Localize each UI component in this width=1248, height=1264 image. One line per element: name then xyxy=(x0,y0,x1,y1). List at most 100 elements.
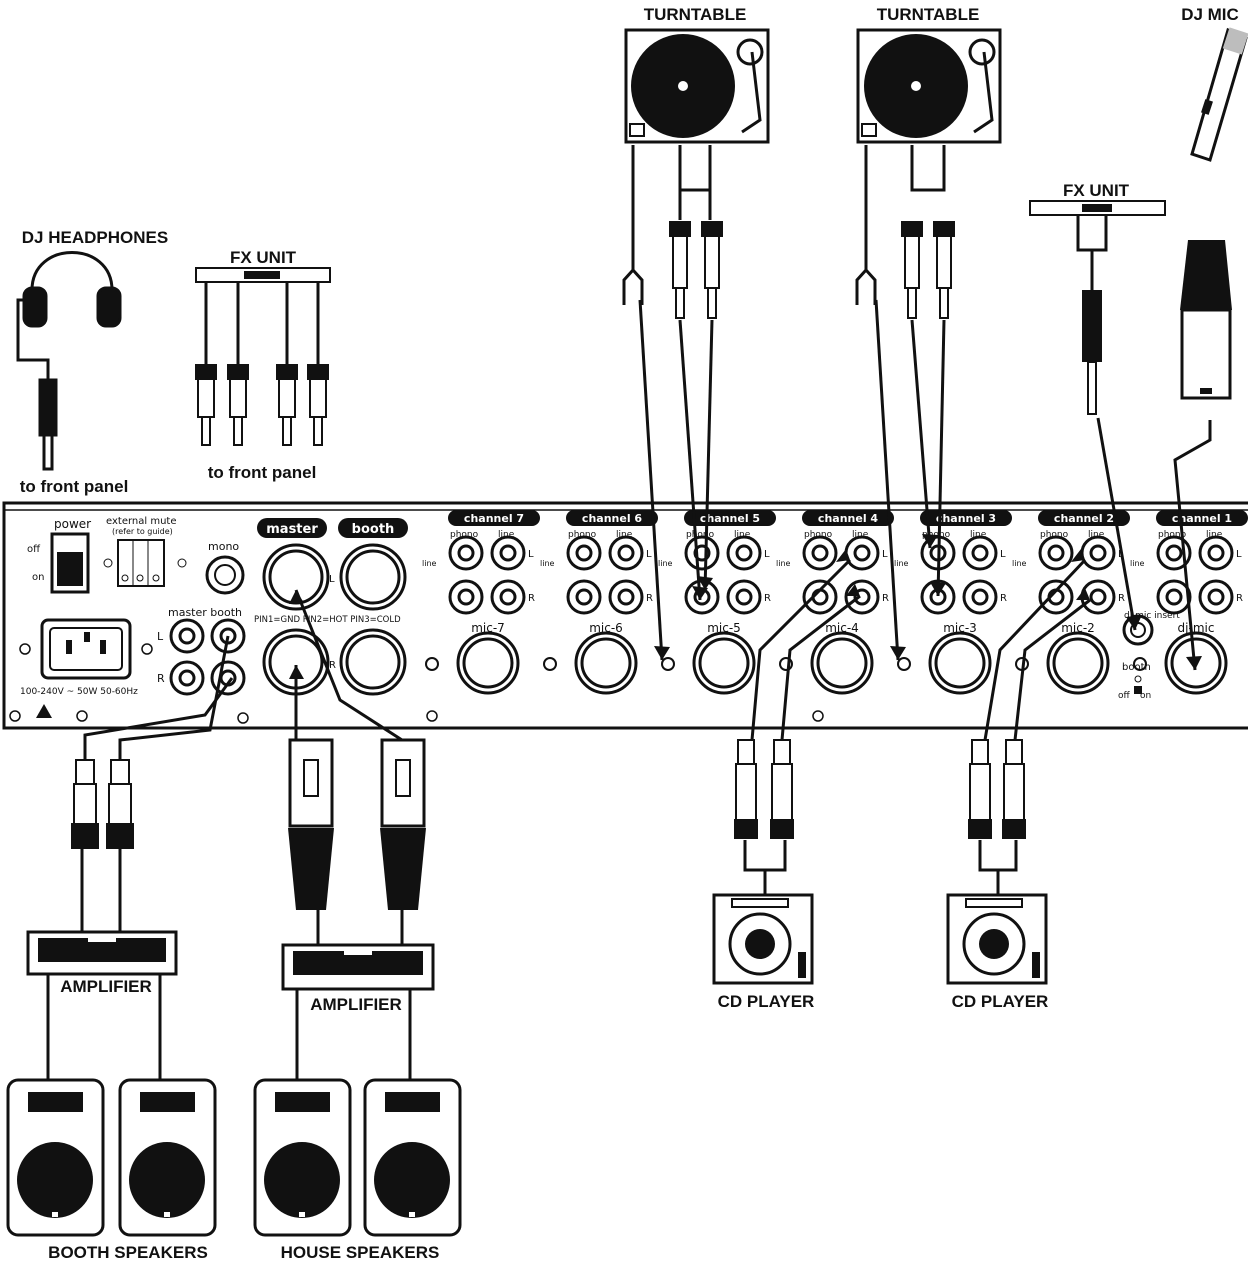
ground-post[interactable] xyxy=(1133,657,1147,671)
power-off-label: off xyxy=(27,544,41,555)
channel-label: channel 7 xyxy=(464,512,524,525)
channel-rca-jacks[interactable] xyxy=(566,535,644,615)
ch-L: L xyxy=(882,549,888,560)
dj-mic xyxy=(1180,27,1248,400)
dj-headphones-label: DJ HEADPHONES xyxy=(22,228,168,247)
ch-R: R xyxy=(1118,593,1125,604)
fx-unit-left-label: FX UNIT xyxy=(230,248,297,267)
line-switch-label: line xyxy=(422,559,437,568)
mb-L: L xyxy=(157,630,164,643)
fx-unit-right-label: FX UNIT xyxy=(1063,181,1130,200)
line-label: line xyxy=(852,530,869,540)
line-switch-label: line xyxy=(540,559,555,568)
channel-rca-jacks[interactable] xyxy=(448,535,526,615)
line-switch-label: line xyxy=(1130,559,1145,568)
mic-xlr-input[interactable] xyxy=(692,631,756,695)
master-booth-label: master booth xyxy=(168,606,242,619)
phono-label: phono xyxy=(804,530,833,540)
mic-label: mic-4 xyxy=(825,621,859,635)
master-booth-xlr-outputs[interactable] xyxy=(262,543,407,696)
ground-spade-lugs xyxy=(622,260,877,305)
channel-rca-jacks[interactable] xyxy=(1156,535,1234,615)
phono-label: phono xyxy=(568,530,597,540)
amplifier-house-label: AMPLIFIER xyxy=(310,995,402,1014)
channel-label: channel 3 xyxy=(936,512,996,525)
line-switch-label: line xyxy=(776,559,791,568)
turntable-right xyxy=(856,28,1002,144)
ground-post[interactable] xyxy=(897,657,911,671)
ch-R: R xyxy=(528,593,535,604)
speaker-cabinet xyxy=(6,1078,105,1237)
master-booth-rca-jacks[interactable] xyxy=(169,618,246,696)
rca-plugs-cd xyxy=(734,739,1026,839)
mic-label: mic-5 xyxy=(707,621,741,635)
booth-switch-label: booth xyxy=(1122,662,1151,673)
ground-post[interactable] xyxy=(543,657,557,671)
booth-switch[interactable] xyxy=(1134,686,1142,694)
channel-label: channel 5 xyxy=(700,512,760,525)
line-label: line xyxy=(1206,530,1223,540)
booth-off-label: off xyxy=(1118,691,1131,701)
mic-label: mic-7 xyxy=(471,621,505,635)
ch-L: L xyxy=(646,549,652,560)
mic-xlr-input[interactable] xyxy=(456,631,520,695)
ground-post[interactable] xyxy=(425,657,439,671)
warning-icon xyxy=(36,704,52,718)
xlr-L: L xyxy=(329,574,335,585)
ground-post[interactable] xyxy=(661,657,675,671)
mic-label: dj-mic xyxy=(1178,621,1215,635)
mic-xlr-input[interactable] xyxy=(810,631,874,695)
mic-xlr-input[interactable] xyxy=(928,631,992,695)
channel-rca-jacks[interactable] xyxy=(1038,535,1116,615)
speaker-cabinet xyxy=(363,1078,462,1237)
external-mute-terminal[interactable] xyxy=(117,539,165,587)
ch-L: L xyxy=(1236,549,1242,560)
rca-plugs-turntables xyxy=(669,221,955,319)
ch-L: L xyxy=(1000,549,1006,560)
speakers xyxy=(6,1078,462,1237)
power-inlet[interactable] xyxy=(40,618,132,680)
turntable-left xyxy=(624,28,770,144)
mixer-rear-panel: power off on external mute (refer to gui… xyxy=(2,501,1248,730)
line-label: line xyxy=(970,530,987,540)
channel-label: channel 1 xyxy=(1172,512,1232,525)
voltage-label: 100-240V ~ 50W 50-60Hz xyxy=(20,687,138,697)
booth-pill-label: booth xyxy=(352,522,395,537)
phono-label: phono xyxy=(450,530,479,540)
channel-rca-jacks[interactable] xyxy=(802,535,880,615)
house-speakers-label: HOUSE SPEAKERS xyxy=(281,1243,440,1262)
line-label: line xyxy=(1088,530,1105,540)
xlr-R: R xyxy=(329,660,336,671)
ch-R: R xyxy=(646,593,653,604)
speaker-cabinet xyxy=(253,1078,352,1237)
line-label: line xyxy=(734,530,751,540)
mic-label: mic-3 xyxy=(943,621,977,635)
power-on-label: on xyxy=(32,572,44,583)
mb-R: R xyxy=(157,672,165,685)
booth-on-label: on xyxy=(1140,691,1151,701)
ch-L: L xyxy=(764,549,770,560)
speaker-cabinet xyxy=(118,1078,217,1237)
external-mute-sub: (refer to guide) xyxy=(112,527,173,536)
ch-R: R xyxy=(764,593,771,604)
mic-xlr-input[interactable] xyxy=(1046,631,1110,695)
booth-speakers-label: BOOTH SPEAKERS xyxy=(48,1243,208,1262)
cables xyxy=(16,145,1212,1080)
fx-note: to front panel xyxy=(208,463,317,482)
channel-label: channel 2 xyxy=(1054,512,1114,525)
cable-arrows xyxy=(289,534,1202,679)
dj-mic-label: DJ MIC xyxy=(1181,5,1239,24)
master-pill-label: master xyxy=(266,522,318,537)
rca-plugs-fx-left xyxy=(195,364,329,446)
line-label: line xyxy=(498,530,515,540)
line-label: line xyxy=(616,530,633,540)
dj-mic-insert-label: dj mic insert xyxy=(1124,611,1180,621)
mic-xlr-input[interactable] xyxy=(574,631,638,695)
pin-note: PIN1=GND PIN2=HOT PIN3=COLD xyxy=(254,615,401,625)
amplifier-house xyxy=(281,943,435,991)
dj-headphones xyxy=(22,251,122,471)
phono-label: phono xyxy=(686,530,715,540)
